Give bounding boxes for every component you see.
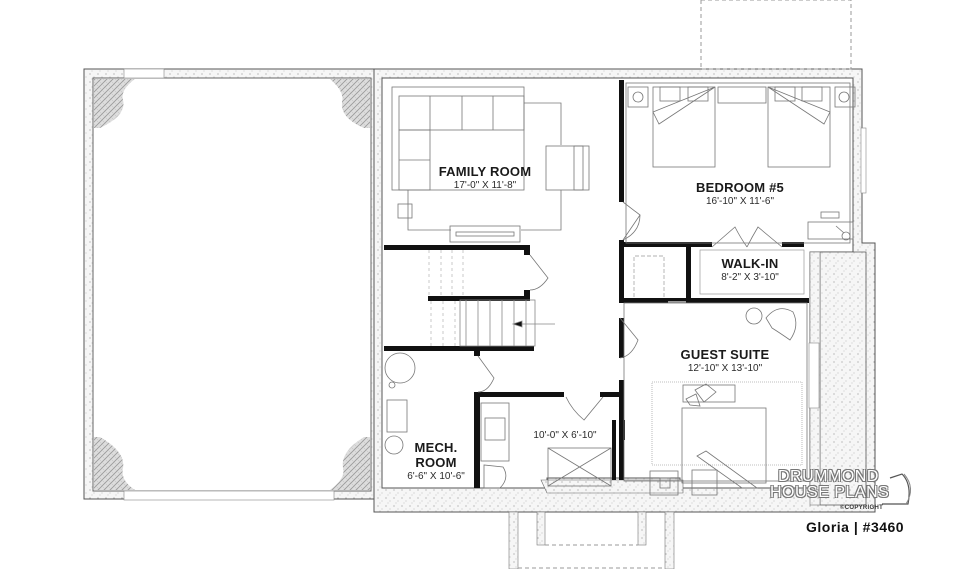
room-guest-suite: GUEST SUITE 12'-10" X 13'-10" bbox=[665, 347, 785, 374]
room-name: BEDROOM #5 bbox=[696, 180, 784, 195]
brand-logo: DRUMMOND HOUSE PLANS ©COPYRIGHT bbox=[770, 468, 930, 538]
garage bbox=[83, 68, 375, 501]
logo-line2: HOUSE PLANS bbox=[770, 484, 890, 501]
bathroom-fixtures bbox=[480, 402, 616, 489]
family-room-furniture bbox=[391, 86, 590, 243]
room-mech-room: MECH. ROOM 6'-6" X 10'-6" bbox=[396, 440, 476, 482]
stairs bbox=[428, 250, 555, 347]
room-dimensions: 12'-10" X 13'-10" bbox=[687, 362, 763, 374]
room-name: FAMILY ROOM bbox=[438, 164, 532, 179]
room-walk-in: WALK-IN 8'-2" X 3'-10" bbox=[700, 256, 800, 283]
doors bbox=[477, 201, 783, 421]
room-dimensions: 16'-10" X 11'-6" bbox=[706, 195, 774, 207]
room-name-line2: ROOM bbox=[415, 454, 457, 470]
logo-d-icon bbox=[882, 473, 911, 505]
room-name-line1: MECH. bbox=[414, 440, 458, 455]
room-bedroom-5: BEDROOM #5 16'-10" X 11'-6" bbox=[680, 180, 800, 207]
room-name: GUEST SUITE bbox=[680, 347, 770, 362]
bedroom-5-furniture bbox=[625, 82, 856, 244]
guest-suite-furniture bbox=[623, 302, 808, 496]
room-dimensions: 6'-6" X 10'-6" bbox=[407, 470, 465, 482]
room-dimensions: 8'-2" X 3'-10" bbox=[721, 271, 779, 283]
porch-outline-top bbox=[700, 0, 852, 70]
interior-walls bbox=[384, 80, 809, 488]
entry-steps bbox=[508, 511, 675, 569]
plan-title: Gloria | #3460 bbox=[806, 519, 905, 535]
room-dimensions: 10'-0" X 6'-10" bbox=[533, 430, 597, 441]
room-name: WALK-IN bbox=[721, 256, 779, 271]
room-dimensions: 17'-0" X 11'-8" bbox=[453, 179, 517, 191]
room-family-room: FAMILY ROOM 17'-0" X 11'-8" bbox=[425, 164, 545, 191]
logo-line1: DRUMMOND bbox=[778, 468, 879, 485]
room-bathroom: 10'-0" X 6'-10" bbox=[520, 430, 610, 442]
walk-in-furniture bbox=[633, 249, 805, 297]
mech-room-equipment bbox=[384, 352, 416, 455]
copyright-text: ©COPYRIGHT bbox=[840, 505, 884, 511]
